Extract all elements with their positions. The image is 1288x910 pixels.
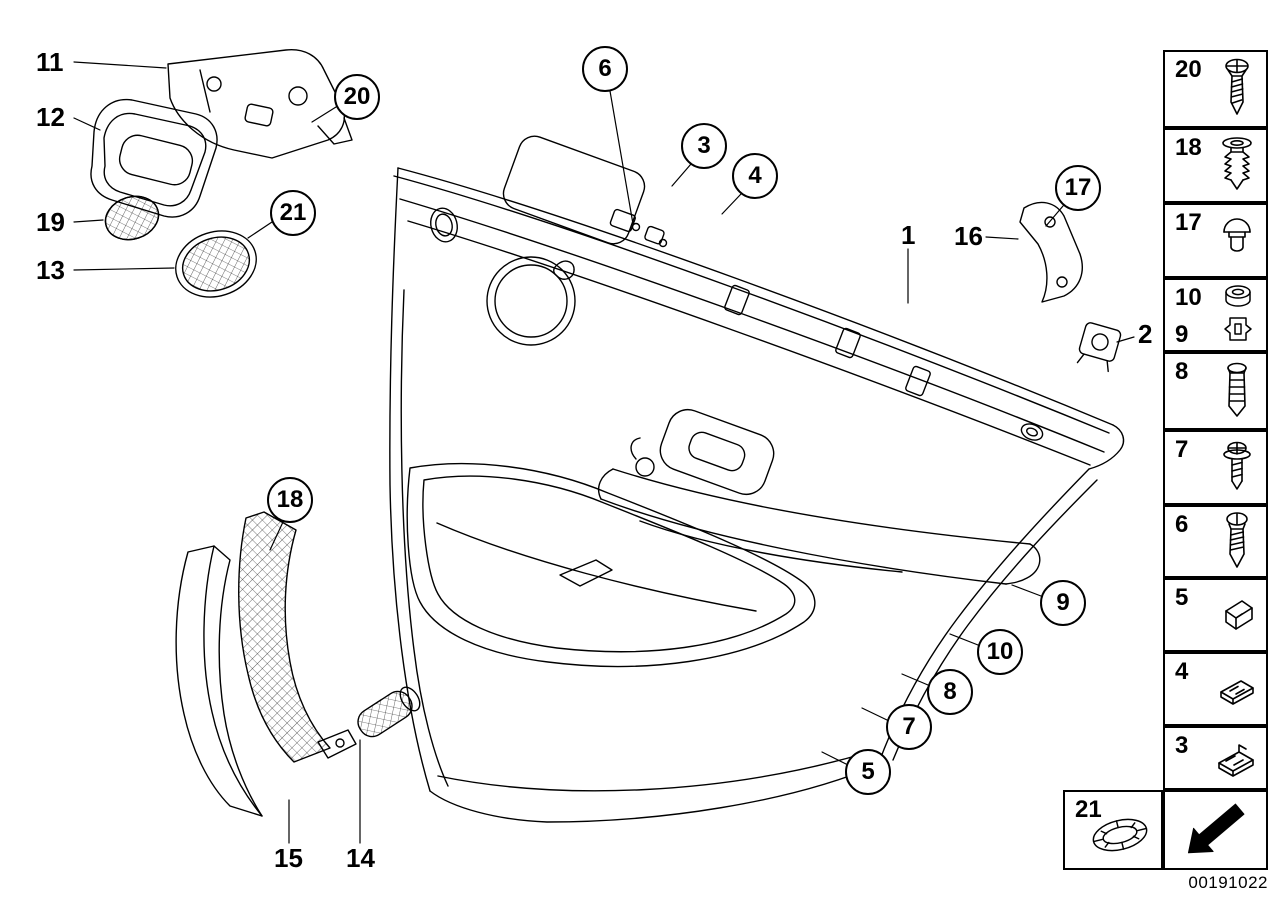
callout-18-circled[interactable]: 18 <box>267 477 313 523</box>
tapping-screw-icon <box>1225 58 1249 115</box>
callout-19[interactable]: 19 <box>36 207 65 237</box>
callout-6-circled[interactable]: 6 <box>582 46 628 92</box>
callout-2[interactable]: 2 <box>1138 319 1153 349</box>
callout-10-circled[interactable]: 10 <box>977 629 1023 675</box>
part-number: 00191022 <box>1188 873 1268 892</box>
callout-17-circled[interactable]: 17 <box>1055 165 1101 211</box>
self-tapping-screw-icon <box>1226 511 1248 568</box>
legend-label: 3 <box>1175 732 1189 759</box>
legend-arrow-box[interactable] <box>1163 790 1268 870</box>
cap-plug-icon <box>1223 217 1251 252</box>
legend-row-8[interactable]: 8 <box>1163 352 1268 430</box>
callout-14[interactable]: 14 <box>346 843 375 873</box>
legend-label: 21 <box>1075 796 1102 823</box>
part-15-pull-handle-trim <box>175 545 263 817</box>
callout-1[interactable]: 1 <box>901 220 916 250</box>
legend-row-3[interactable]: 3 <box>1163 726 1268 790</box>
spring-clip-icon <box>1225 600 1253 630</box>
expanding-rivet-icon <box>1227 362 1247 417</box>
legend-label: 5 <box>1175 584 1189 611</box>
callout-8-circled[interactable]: 8 <box>927 669 973 715</box>
callout-13[interactable]: 13 <box>36 255 65 285</box>
legend-row-4[interactable]: 4 <box>1163 652 1268 726</box>
legend-label: 10 <box>1175 284 1202 311</box>
legend-row-10-9[interactable]: 10 9 <box>1163 278 1268 352</box>
part-11-handle-carrier <box>167 49 353 159</box>
legend-row-5[interactable]: 5 <box>1163 578 1268 652</box>
map-pocket <box>406 462 816 668</box>
part-12-handle-bezel <box>90 98 218 218</box>
callout-16[interactable]: 16 <box>954 221 983 251</box>
legend-label: 18 <box>1175 134 1202 161</box>
grommet-icon <box>1225 285 1251 307</box>
sill-trim-strip <box>399 198 1105 466</box>
callout-3-circled[interactable]: 3 <box>681 123 727 169</box>
callout-7-circled[interactable]: 7 <box>886 704 932 750</box>
legend-label-2: 9 <box>1175 321 1189 348</box>
callout-12[interactable]: 12 <box>36 102 65 132</box>
legend-label: 20 <box>1175 56 1202 83</box>
legend-label: 6 <box>1175 511 1189 538</box>
legend-row-20[interactable]: 20 <box>1163 50 1268 128</box>
washer-screw-icon <box>1223 441 1251 490</box>
part-14-grip-piece <box>357 686 421 738</box>
leader-lines <box>73 61 1135 844</box>
callout-5-circled[interactable]: 5 <box>845 749 891 795</box>
mid-speaker <box>486 256 576 346</box>
oval-gasket-icon <box>1092 818 1148 852</box>
trim-hole <box>1020 423 1044 441</box>
callout-15[interactable]: 15 <box>274 843 303 873</box>
legend-label: 7 <box>1175 436 1189 463</box>
legend-row-6[interactable]: 6 <box>1163 505 1268 578</box>
callout-20-circled[interactable]: 20 <box>334 74 380 120</box>
part-19-tweeter-grille <box>104 195 160 241</box>
armrest <box>597 408 1041 585</box>
door-handle-cutout <box>502 135 668 248</box>
hook-clip-icon <box>1218 744 1254 777</box>
expanding-nut-icon <box>1224 317 1252 341</box>
mirror-corner-trim <box>430 207 458 243</box>
callout-11[interactable]: 11 <box>36 47 64 77</box>
legend-label: 8 <box>1175 358 1189 385</box>
direction-arrow-icon <box>1187 803 1245 854</box>
expansion-rivet-icon <box>1222 136 1252 190</box>
legend-label: 17 <box>1175 209 1202 236</box>
legend-row-17[interactable]: 17 <box>1163 203 1268 278</box>
legend-box-21[interactable]: 21 <box>1063 790 1163 870</box>
callout-9-circled[interactable]: 9 <box>1040 580 1086 626</box>
part-16-bracket <box>1019 201 1083 303</box>
part-2-cover <box>1076 322 1122 373</box>
clamp-icon <box>1220 680 1254 705</box>
part-18-pull-handle-insert <box>238 511 357 763</box>
legend-row-7[interactable]: 7 <box>1163 430 1268 505</box>
part-13-speaker-grille <box>175 230 257 298</box>
callout-21-circled[interactable]: 21 <box>270 190 316 236</box>
callout-4-circled[interactable]: 4 <box>732 153 778 199</box>
legend-label: 4 <box>1175 658 1189 685</box>
legend-row-18[interactable]: 18 <box>1163 128 1268 203</box>
door-outline <box>389 167 1125 823</box>
